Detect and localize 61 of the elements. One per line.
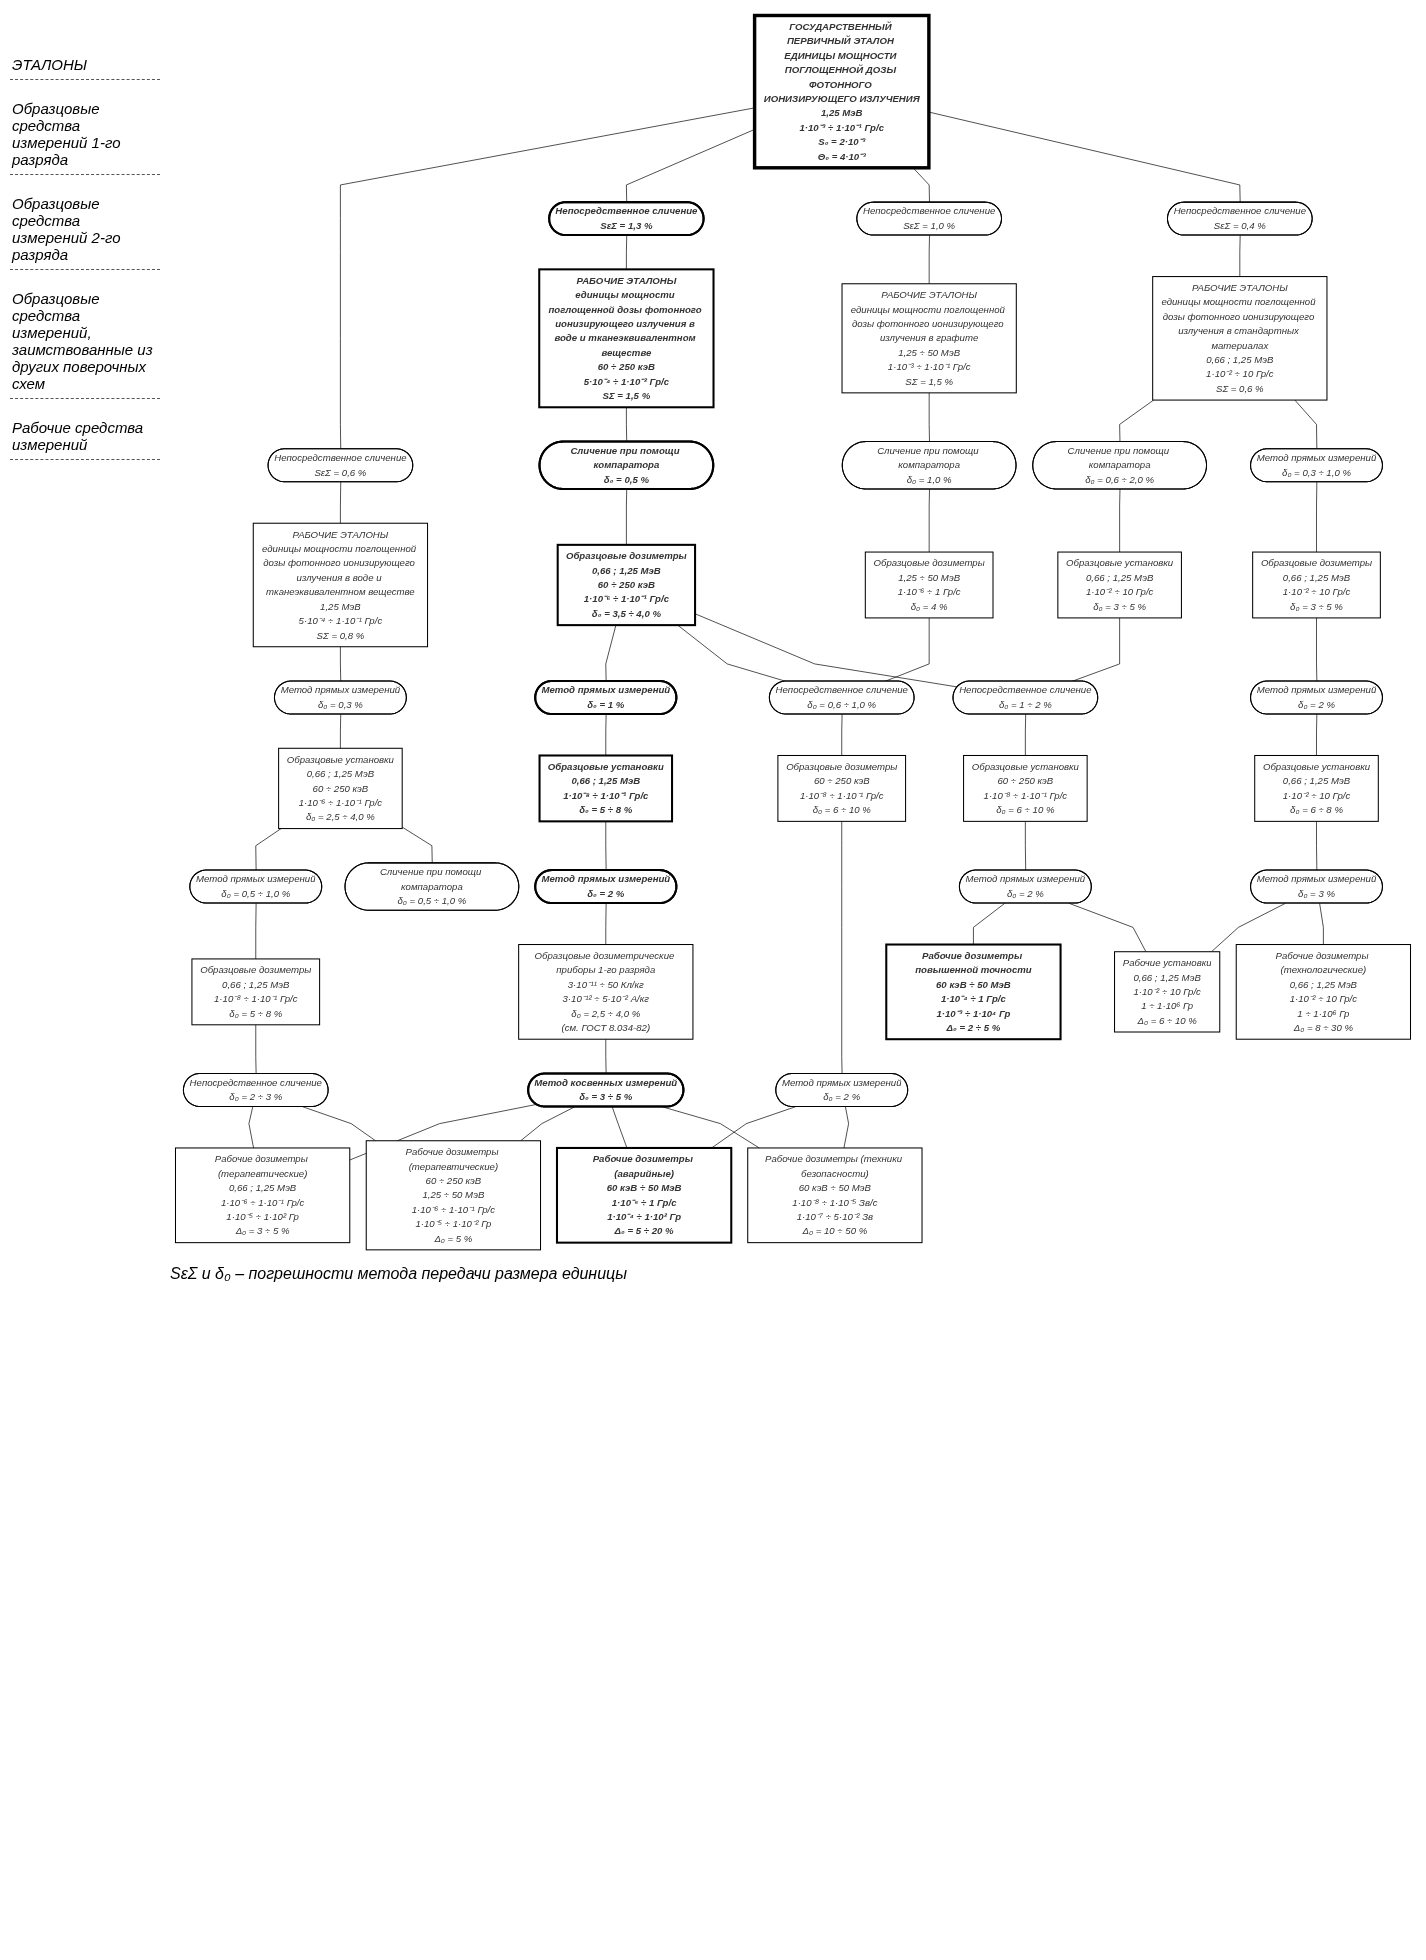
node-box: Рабочие дозиметры (аварийные) 60 кэВ ÷ 50 МэВ 1·10⁻⁵ ÷ 1 Гр/с 1·10⁻⁴ ÷ 1·10² Гр Δ₀ = 5 ÷ 20 %: [555, 1146, 733, 1244]
connector: [255, 903, 257, 960]
connector: [626, 235, 628, 270]
connector: [1025, 713, 1027, 756]
connector: [841, 821, 843, 1075]
connector: [340, 481, 342, 524]
connector: [340, 713, 342, 749]
node-box: Образцовые дозиметрические приборы 1-го разряда 3·10⁻¹¹ ÷ 50 Кл/кг 3·10⁻¹² ÷ 5·10⁻² А/кг δ₀ = 2,5 ÷ 4,0 % (см. ГОСТ 8.034-82): [518, 944, 694, 1040]
connector: [1316, 481, 1318, 553]
connector: [340, 646, 342, 682]
band-label: Образцовые средства измерений, заимствованные из других поверочных схем: [10, 284, 160, 399]
connector: [255, 1024, 257, 1075]
connector: [1294, 399, 1318, 450]
band-label: Рабочие средства измерений: [10, 413, 160, 460]
connector: [605, 821, 607, 871]
connector: [401, 826, 433, 864]
connector: [912, 167, 930, 203]
node-box: ГОСУДАРСТВЕННЫЙ ПЕРВИЧНЫЙ ЭТАЛОН ЕДИНИЦЫ МОЩНОСТИ ПОГЛОЩЕННОЙ ДОЗЫ ФОТОННОГО ИОНИЗИРУЮЩЕГО ИЗЛУЧЕНИЯ 1,25 МэВ 1·10⁻³ ÷ 1·10⁻¹ Гр/с S₀ = 2·10⁻³ Θ₀ = 4·10⁻³: [752, 13, 931, 170]
connector: [841, 713, 843, 756]
node-box: РАБОЧИЕ ЭТАЛОНЫ единицы мощности поглощенной дозы фотонного ионизирующего излучения в стандартных материалах 0,66 ; 1,25 МэВ 1·10⁻² ÷ 10 Гр/с SΣ = 0,6 %: [1152, 276, 1328, 401]
node-box: РАБОЧИЕ ЭТАЛОНЫ единицы мощности поглощенной дозы фотонного ионизирующего излучения в воде и тканеэквивалентном веществе 1,25 МэВ 5·10⁻⁴ ÷ 1·10⁻¹ Гр/с SΣ = 0,8 %: [252, 522, 429, 648]
connector: [605, 713, 607, 756]
node-box: Образцовые дозиметры 0,66 ; 1,25 МэВ 60 ÷ 250 кэВ 1·10⁻⁶ ÷ 1·10⁻¹ Гр/с δ₀ = 3,5 ÷ 4,0 %: [556, 543, 697, 627]
caption: SεΣ и δ₀ – погрешности метода передачи размера единицы: [170, 1265, 627, 1284]
node-box: Образцовые дозиметры 0,66 ; 1,25 МэВ 1·10⁻⁸ ÷ 1·10⁻¹ Гр/с δ₀ = 5 ÷ 8 %: [191, 958, 321, 1026]
node-box: РАБОЧИЕ ЭТАЛОНЫ единицы мощности поглощенной дозы фотонного ионизирующего излучения в графите 1,25 ÷ 50 МэВ 1·10⁻³ ÷ 1·10⁻¹ Гр/с SΣ = 1,5 %: [841, 283, 1017, 394]
connector: [1025, 821, 1027, 871]
node-box: Образцовые дозиметры 0,66 ; 1,25 МэВ 1·10⁻² ÷ 10 Гр/с δ₀ = 3 ÷ 5 %: [1252, 551, 1381, 619]
node-box: Рабочие дозиметры (терапевтические) 60 ÷ 250 кэВ 1,25 ÷ 50 МэВ 1·10⁻⁶ ÷ 1·10⁻¹ Гр/с 1·10⁻⁵ ÷ 1·10⁻² Гр Δ₀ = 5 %: [365, 1140, 542, 1251]
node-box: Рабочие дозиметры повышенной точности 60 кэВ ÷ 50 МэВ 1·10⁻⁴ ÷ 1 Гр/с 1·10⁻³ ÷ 1·10⁴ Гр Δ₀ = 2 ÷ 5 %: [885, 943, 1062, 1041]
connector: [1211, 903, 1286, 953]
connector: [1316, 821, 1318, 871]
node-box: РАБОЧИЕ ЭТАЛОНЫ единицы мощности поглощенной дозы фотонного ионизирующего излучения в воде и тканеэквивалентном веществе 60 ÷ 250 кэВ 5·10⁻⁴ ÷ 1·10⁻² Гр/с SΣ = 1,5 %: [538, 268, 715, 409]
node-box: Рабочие установки 0,66 ; 1,25 МэВ 1·10⁻² ÷ 10 Гр/с 1 ÷ 1·10⁶ Гр Δ₀ = 6 ÷ 10 %: [1114, 951, 1221, 1033]
connector: [248, 1106, 254, 1149]
node-box: Образцовые установки 60 ÷ 250 кэВ 1·10⁻⁸ ÷ 1·10⁻¹ Гр/с δ₀ = 6 ÷ 10 %: [963, 754, 1088, 822]
node-box: Образцовые дозиметры 60 ÷ 250 кэВ 1·10⁻⁸ ÷ 1·10⁻¹ Гр/с δ₀ = 6 ÷ 10 %: [777, 754, 907, 822]
node-box: Рабочие дозиметры (терапевтические) 0,66 ; 1,25 МэВ 1·10⁻⁶ ÷ 1·10⁻¹ Гр/с 1·10⁻⁵ ÷ 1·10² Гр Δ₀ = 3 ÷ 5 %: [174, 1147, 351, 1244]
node-box: Образцовые дозиметры 1,25 ÷ 50 МэВ 1·10⁻⁶ ÷ 1 Гр/с δ₀ = 4 %: [864, 551, 994, 619]
connector: [1119, 488, 1121, 553]
band-label: Образцовые средства измерений 1-го разряда: [10, 94, 160, 175]
node-box: Образцовые установки 0,66 ; 1,25 МэВ 1·10⁻² ÷ 10 Гр/с δ₀ = 6 ÷ 8 %: [1254, 754, 1379, 822]
node-box: Образцовые установки 0,66 ; 1,25 МэВ 60 ÷ 250 кэВ 1·10⁻⁶ ÷ 1·10⁻¹ Гр/с δ₀ = 2,5 ÷ 4,0 %: [278, 747, 403, 830]
connector: [1119, 399, 1154, 443]
connector: [843, 1106, 849, 1149]
node-box: Рабочие дозиметры (техники безопасности) 60 кэВ ÷ 50 МэВ 1·10⁻⁸ ÷ 1·10⁻⁵ Зв/с 1·10⁻⁷ ÷ 5·10⁻² Зв Δ₀ = 10 ÷ 50 %: [747, 1147, 923, 1244]
connector: [1319, 903, 1324, 945]
connector: [1316, 713, 1318, 756]
node-box: Образцовые установки 0,66 ; 1,25 МэВ 1·10⁻² ÷ 10 Гр/с δ₀ = 3 ÷ 5 %: [1057, 551, 1182, 619]
connector: [302, 1106, 376, 1142]
connector: [605, 903, 607, 945]
band-label: ЭТАЛОНЫ: [10, 50, 160, 80]
connector: [973, 903, 1006, 945]
band-label: Образцовые средства измерений 2-го разряда: [10, 189, 160, 270]
connector: [928, 235, 930, 285]
connector: [928, 488, 930, 553]
connector: [1316, 617, 1318, 682]
connector: [928, 392, 930, 443]
node-box: Рабочие дозиметры (технологические) 0,66 ; 1,25 МэВ 1·10⁻² ÷ 10 Гр/с 1 ÷ 1·10⁶ Гр Δ₀ = 8 ÷ 30 %: [1235, 944, 1412, 1040]
node-box: Образцовые установки 0,66 ; 1,25 МэВ 1·10⁻⁸ ÷ 1·10⁻¹ Гр/с δ₀ = 5 ÷ 8 %: [538, 754, 674, 823]
connector: [1239, 235, 1241, 277]
